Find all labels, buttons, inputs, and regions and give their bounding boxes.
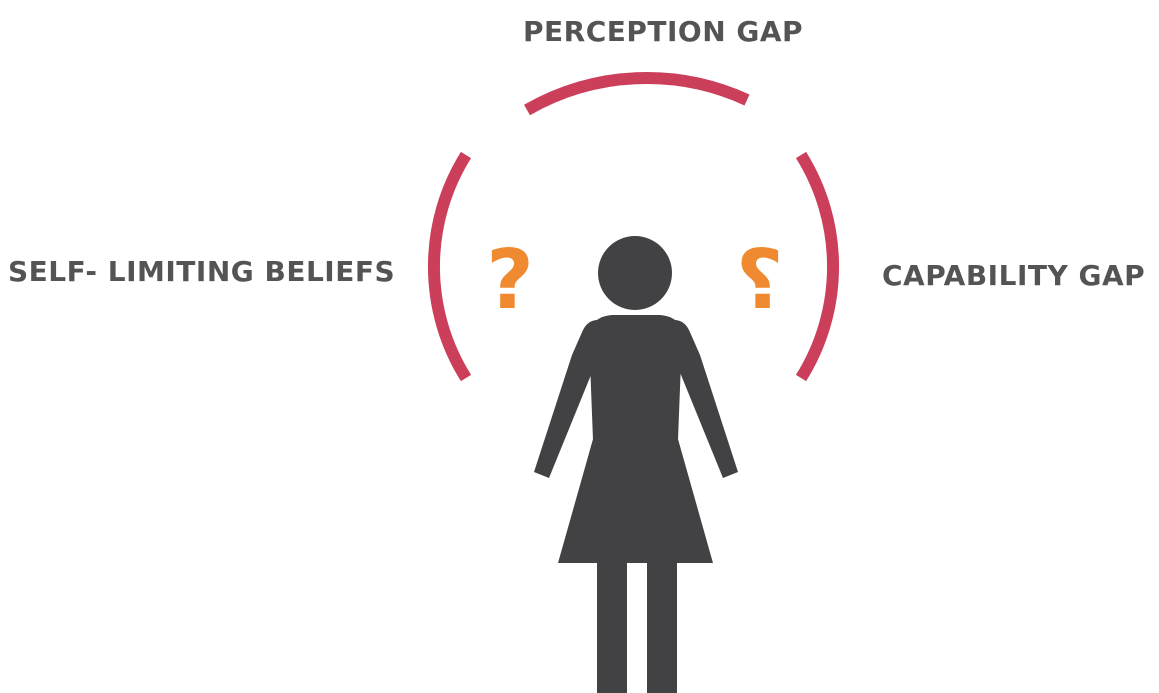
woman-figure-icon <box>534 236 738 693</box>
question-mark-right-icon: ? <box>736 233 784 328</box>
figure-left-arm <box>534 320 602 478</box>
perception-gap-label: PERCEPTION GAP <box>523 15 804 48</box>
figure-right-leg <box>647 560 677 693</box>
figure-left-leg <box>597 560 627 693</box>
question-mark-left-icon: ? <box>486 233 534 328</box>
self-limiting-beliefs-label: SELF- LIMITING BELIEFS <box>8 255 396 288</box>
arc-top-icon <box>524 72 750 116</box>
arc-group <box>427 72 840 382</box>
figure-head <box>598 236 672 310</box>
figure-torso <box>588 315 683 440</box>
arc-right-icon <box>795 151 840 382</box>
capability-gap-label: CAPABILITY GAP <box>882 259 1146 292</box>
arc-left-icon <box>427 151 472 382</box>
figure-skirt <box>558 432 713 563</box>
question-mark-right-group: ? <box>736 233 784 328</box>
figure-right-arm <box>670 320 738 478</box>
